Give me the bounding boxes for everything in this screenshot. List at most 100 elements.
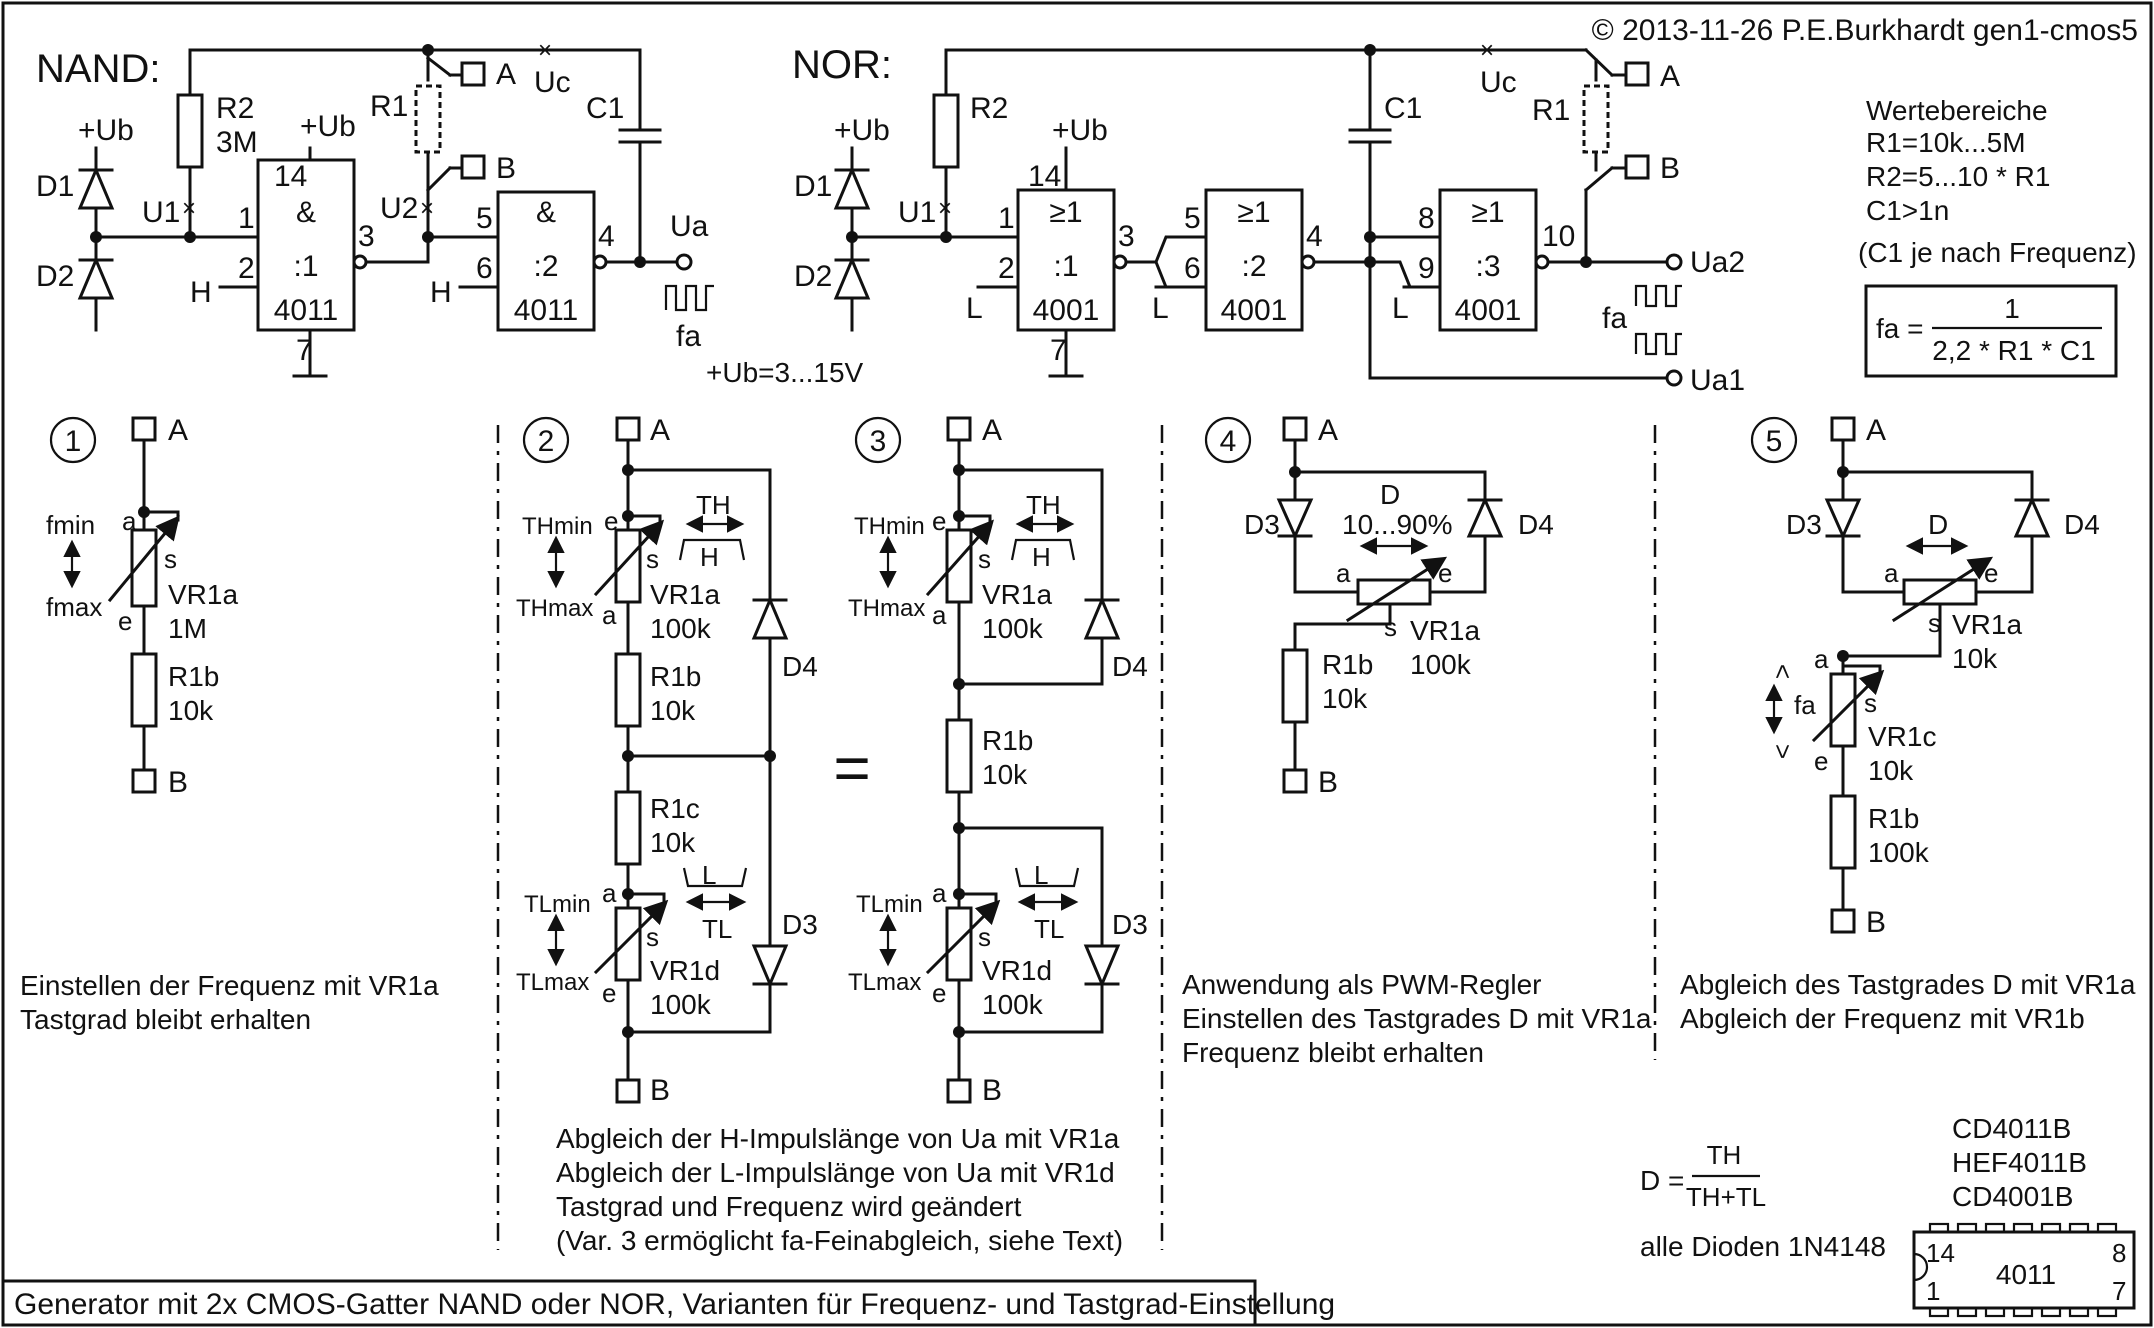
formula-denominator: 2,2 * R1 * C1 xyxy=(1932,335,2095,366)
v2-tlmax: TLmax xyxy=(516,969,589,996)
nor-g1-ub: +Ub xyxy=(1052,114,1108,147)
v3-h-label: H xyxy=(1032,542,1051,572)
v2-b-label: B xyxy=(650,1074,670,1107)
nor-g3-name: :3 xyxy=(1475,250,1500,283)
nor-a-label: A xyxy=(1660,60,1680,93)
ranges-c1: C1>1n xyxy=(1866,195,1949,226)
v4-d3-label: D3 xyxy=(1244,509,1280,540)
v3-thmax: THmax xyxy=(848,595,925,622)
v5-number: 5 xyxy=(1766,425,1783,458)
v4-d4-label: D4 xyxy=(1518,509,1554,540)
variant-1: 1 A a s e fmin fmax VR1a 1M R1b 10k B Ei… xyxy=(20,414,439,1035)
svg-text:×: × xyxy=(420,195,434,222)
v2-vr1d-a: a xyxy=(602,878,617,908)
v4-vr-value: 100k xyxy=(1410,649,1472,680)
nor-pin1: 1 xyxy=(998,202,1015,235)
nand-gate-1 xyxy=(256,158,356,332)
duty-lhs: D = xyxy=(1640,1165,1684,1196)
v5-r-value: 100k xyxy=(1868,837,1930,868)
nor-d2-label: D2 xyxy=(794,260,832,293)
v1-desc-1: Einstellen der Frequenz mit VR1a xyxy=(20,970,439,1001)
v1-number: 1 xyxy=(65,425,82,458)
value-ranges: Wertebereiche R1=10k...5M R2=5...10 * R1… xyxy=(1858,95,2137,378)
nor-l2: L xyxy=(1152,292,1169,325)
nor-g1-sym: ≥1 xyxy=(1049,196,1082,229)
v2-vr1a-label: VR1a xyxy=(650,579,720,610)
v3-b-label: B xyxy=(982,1074,1002,1107)
v3-tl-label: TL xyxy=(1034,914,1064,944)
v3-tlmax: TLmax xyxy=(848,969,921,996)
v2-d3-label: D3 xyxy=(782,909,818,940)
v4-d-range: 10...90% xyxy=(1342,509,1453,540)
nand-h2: H xyxy=(430,276,452,309)
nor-l3: L xyxy=(1392,292,1409,325)
v4-pin-a: a xyxy=(1336,558,1351,588)
nor-u1-label: U1 xyxy=(898,196,936,229)
v1-fmin: fmin xyxy=(46,510,95,540)
v1-fmax: fmax xyxy=(46,592,102,622)
v3-thmin: THmin xyxy=(854,513,925,540)
v4-pin-e: e xyxy=(1438,558,1452,588)
v2-th-label: TH xyxy=(696,490,731,520)
nand-pin14: 14 xyxy=(274,160,307,193)
v4-b-label: B xyxy=(1318,766,1338,799)
v3-vr1a-e: e xyxy=(932,506,946,536)
nor-g1-ic: 4001 xyxy=(1033,294,1100,327)
nand-pin6: 6 xyxy=(476,252,493,285)
v2-a-label: A xyxy=(650,414,670,447)
v5-d4-label: D4 xyxy=(2064,509,2100,540)
v1-r-value: 10k xyxy=(168,695,214,726)
nor-c1-label: C1 xyxy=(1384,92,1422,125)
nand-h1: H xyxy=(190,276,212,309)
nand-pin7: 7 xyxy=(296,334,313,367)
v4-desc-1: Anwendung als PWM-Regler xyxy=(1182,969,1542,1000)
v3-vr1d-a: a xyxy=(932,878,947,908)
v23-desc-2: Abgleich der L-Impulslänge von Ua mit VR… xyxy=(556,1157,1115,1188)
v1-b-label: B xyxy=(168,766,188,799)
footer-caption: Generator mit 2x CMOS-Gatter NAND oder N… xyxy=(14,1288,1335,1321)
v1-a-label: A xyxy=(168,414,188,447)
ic-pin-7: 7 xyxy=(2112,1276,2126,1306)
nor-title: NOR: xyxy=(792,43,892,87)
nor-g1-name: :1 xyxy=(1053,250,1078,283)
v3-d3-label: D3 xyxy=(1112,909,1148,940)
nor-g2-ic: 4001 xyxy=(1221,294,1288,327)
nand-g1-ic: 4011 xyxy=(274,294,339,327)
v5-d-label: D xyxy=(1928,509,1948,540)
v23-desc-4: (Var. 3 ermöglicht fa-Feinabgleich, sieh… xyxy=(556,1225,1123,1256)
nand-u1-label: U1 xyxy=(142,196,180,229)
v3-r1b-label: R1b xyxy=(982,725,1033,756)
v4-vr-label: VR1a xyxy=(1410,615,1480,646)
v3-vr1a-value: 100k xyxy=(982,613,1044,644)
v2-vr1d-e: e xyxy=(602,978,616,1008)
v2-l-label: L xyxy=(702,860,716,890)
v2-vr1d-value: 100k xyxy=(650,989,712,1020)
ic-pin-8: 8 xyxy=(2112,1238,2126,1268)
v5-vr1c-e: e xyxy=(1814,746,1828,776)
nand-g2-sym: & xyxy=(536,196,556,229)
footer-box xyxy=(1,1279,1257,1327)
formula-lhs: fa = xyxy=(1876,313,1923,344)
nand-title: NAND: xyxy=(36,47,160,91)
svg-text:×: × xyxy=(938,195,952,222)
v2-r1b-value: 10k xyxy=(650,695,696,726)
v3-d4-label: D4 xyxy=(1112,651,1148,682)
v5-lt: < xyxy=(1768,664,1798,679)
nand-ua-label: Ua xyxy=(670,210,709,243)
equals-sign: = xyxy=(833,732,870,804)
v2-vr1d-s: s xyxy=(646,922,659,952)
v2-thmin: THmin xyxy=(522,513,593,540)
nand-circuit: NAND: +Ub D1 D2 R2 3M U1 × × Uc & :1 401… xyxy=(36,37,864,388)
nor-pin5: 5 xyxy=(1184,202,1201,235)
nand-pin4: 4 xyxy=(598,220,615,253)
v23-desc-1: Abgleich der H-Impulslänge von Ua mit VR… xyxy=(556,1123,1120,1154)
v1-pin-e: e xyxy=(118,606,132,636)
ranges-note: (C1 je nach Frequenz) xyxy=(1858,237,2137,268)
nand-c1-label: C1 xyxy=(586,92,624,125)
nor-gate-3 xyxy=(1438,188,1538,332)
nand-g2-ic: 4011 xyxy=(514,294,579,327)
ic-pin-14: 14 xyxy=(1926,1238,1955,1268)
nand-d1-label: D1 xyxy=(36,170,74,203)
